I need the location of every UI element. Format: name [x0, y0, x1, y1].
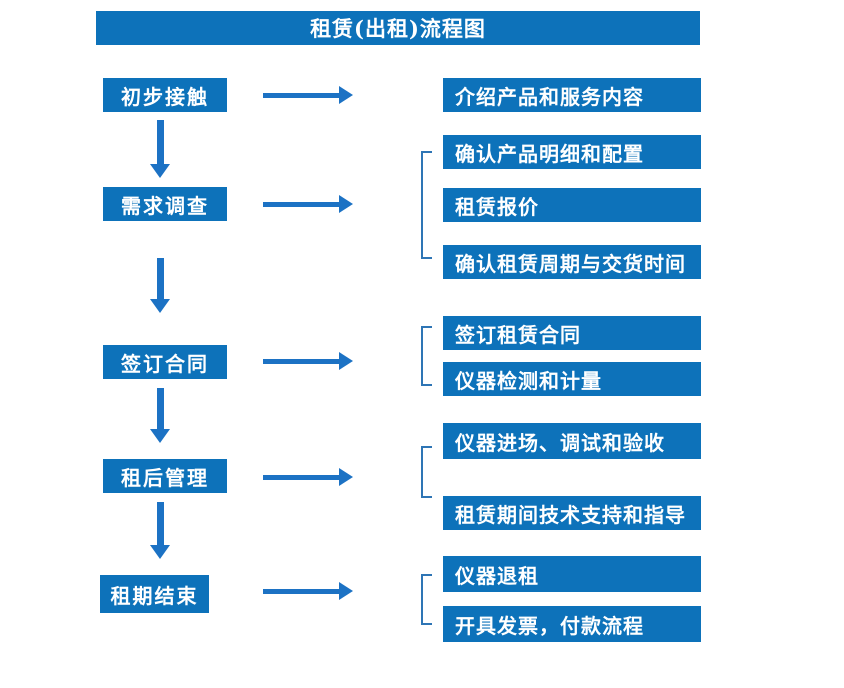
output-box-rental-quote: 租赁报价 — [443, 188, 701, 222]
arrow-right-icon-2 — [263, 195, 353, 213]
bracket-group-5 — [421, 574, 432, 625]
step-box-post-rental: 租后管理 — [103, 459, 227, 493]
output-box-tech-support: 租赁期间技术支持和指导 — [443, 496, 701, 530]
output-box-sign-rental-contract: 签订租赁合同 — [443, 316, 701, 350]
arrow-right-icon-1 — [263, 86, 353, 104]
flowchart-title: 租赁(出租)流程图 — [96, 11, 700, 45]
output-box-instrument-testing: 仪器检测和计量 — [443, 362, 701, 396]
arrow-right-icon-4 — [263, 468, 353, 486]
step-box-initial-contact: 初步接触 — [103, 78, 227, 112]
arrow-down-icon-1 — [150, 120, 170, 178]
output-box-intro-products: 介绍产品和服务内容 — [443, 78, 701, 112]
bracket-group-4 — [421, 446, 432, 498]
arrow-down-icon-4 — [150, 502, 170, 559]
step-box-sign-contract: 签订合同 — [103, 345, 227, 379]
output-box-confirm-period: 确认租赁周期与交货时间 — [443, 245, 701, 279]
arrow-right-icon-5 — [263, 582, 353, 600]
arrow-down-icon-2 — [150, 258, 170, 313]
step-box-demand-survey: 需求调查 — [103, 187, 227, 221]
arrow-down-icon-3 — [150, 388, 170, 443]
bracket-group-3 — [421, 326, 432, 386]
output-box-confirm-details: 确认产品明细和配置 — [443, 135, 701, 169]
step-box-rental-end: 租期结束 — [100, 575, 209, 613]
arrow-right-icon-3 — [263, 352, 353, 370]
output-box-instrument-setup: 仪器进场、调试和验收 — [443, 423, 701, 459]
output-box-invoice-payment: 开具发票，付款流程 — [443, 606, 701, 642]
bracket-group-2 — [421, 151, 432, 259]
output-box-instrument-return: 仪器退租 — [443, 556, 701, 592]
